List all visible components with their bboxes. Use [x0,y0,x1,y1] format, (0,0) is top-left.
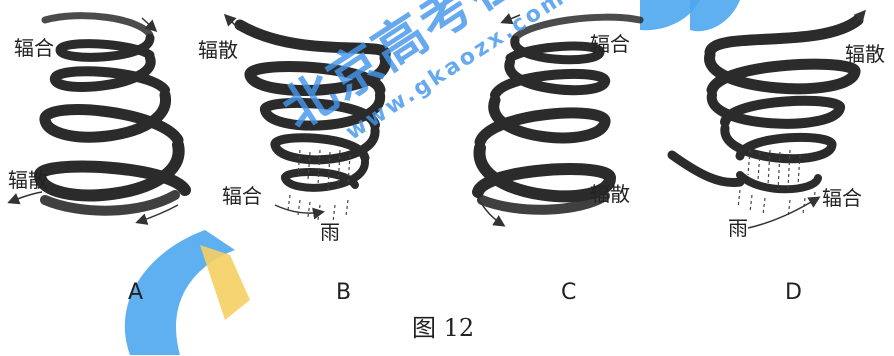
watermark-logo-top-shape [640,0,700,31]
panel-a-arrow-left [7,191,43,205]
panel-b-label-rain: 雨 [320,220,340,244]
panel-d-label-bottom: 辐合 [822,186,862,210]
panel-d-arrow-top [849,9,866,29]
panel-c-letter: C [561,280,577,305]
panel-a-letter: A [128,280,144,305]
panel-a-label-bottom: 辐散 [8,168,48,192]
panel-b-letter: B [336,280,352,305]
panel-c-label-bottom: 辐散 [590,182,630,206]
panel-a-arrow-top [141,17,158,33]
panel-a-spiral [33,12,191,216]
watermark-logo-yellow-shape [200,245,250,320]
panel-d-rain-dashes [737,149,816,219]
panel-b-spiral [234,19,391,192]
panel-c-arrow-bottom [477,197,506,227]
panel-d-arrow-bottom [747,196,821,229]
panel-a-arrow-bottom [135,204,179,225]
panel-b-label-bottom: 辐合 [222,184,262,208]
panel-c-arrow-top [500,13,521,25]
watermark-logo-top-right-shape [690,0,740,32]
figure-title: 图 12 [412,314,475,342]
panel-b-rain-dashes [287,149,351,223]
panel-b-label-top: 辐散 [198,38,238,62]
panel-d-label-top: 辐散 [845,42,885,66]
panel-c-label-top: 辐合 [590,32,630,56]
panel-d-letter: D [785,280,802,305]
panel-b-arrow-bottom [274,204,325,220]
panel-c-spiral [472,13,644,215]
panel-b-arrow-top [223,13,241,31]
panel-a-label-top: 辐合 [14,36,54,60]
panel-d-label-rain: 雨 [728,216,748,240]
panel-d-spiral [667,14,864,194]
